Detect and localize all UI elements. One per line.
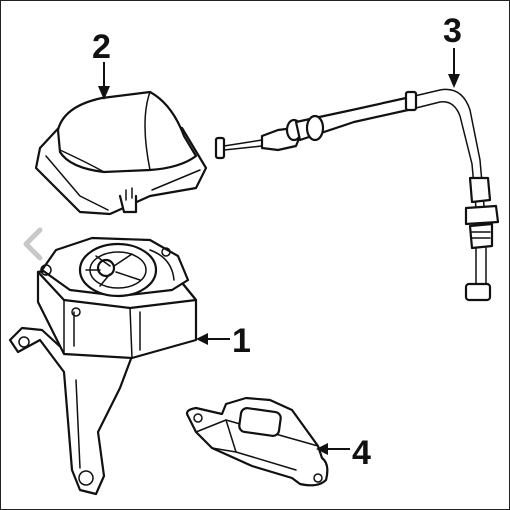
callout-pointer-4 — [316, 443, 350, 455]
callout-pointer-3 — [448, 48, 460, 88]
callout-pointer-1 — [196, 333, 230, 345]
part-2-cover — [34, 90, 208, 216]
part-3-cable — [214, 88, 500, 302]
callout-label-2: 2 — [92, 28, 111, 66]
chevron-left-icon[interactable] — [14, 222, 58, 266]
callout-pointer-2 — [98, 62, 110, 100]
callout-label-3: 3 — [443, 12, 462, 50]
chevron-left-glyph — [23, 227, 43, 261]
part-1-actuator — [8, 236, 198, 496]
callout-label-1: 1 — [232, 322, 251, 360]
callout-label-4: 4 — [352, 434, 371, 472]
part-4-module — [185, 396, 329, 487]
